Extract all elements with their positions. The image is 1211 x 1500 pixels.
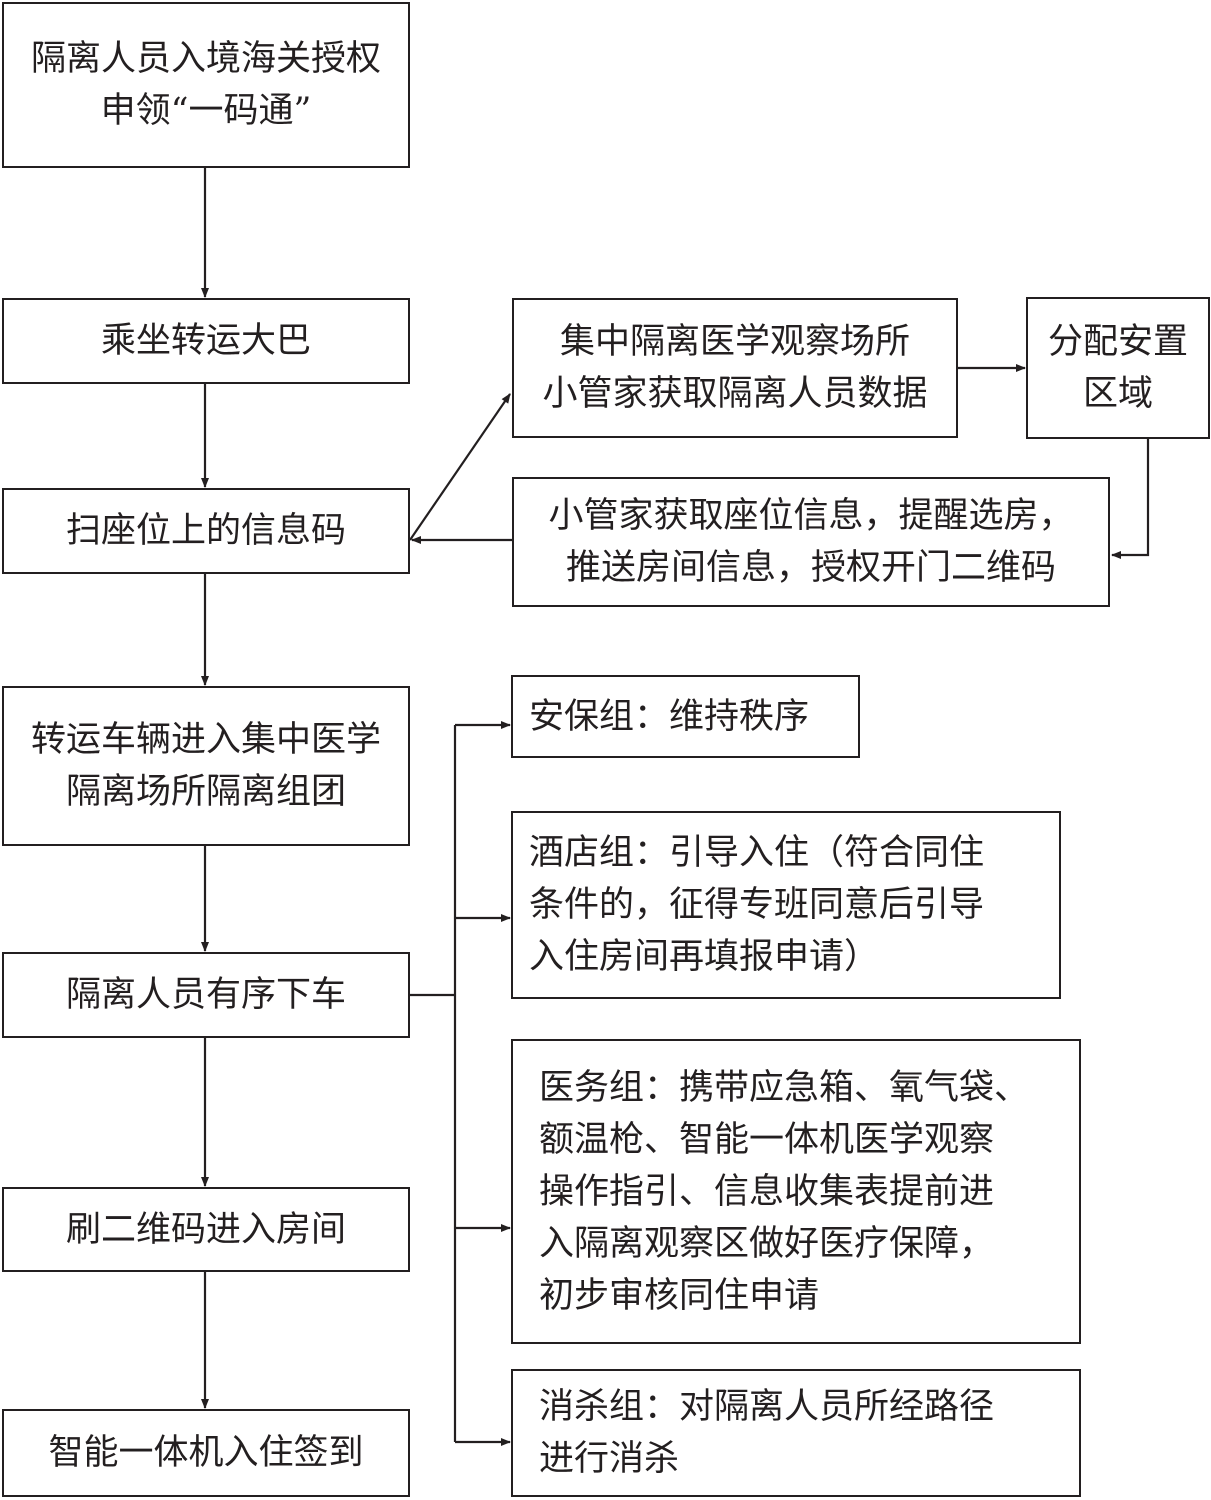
medical-team-line1: 医务组：携带应急箱、氧气袋、 bbox=[539, 1067, 1030, 1108]
disinfection-team-line1: 消杀组：对隔离人员所经路径 bbox=[539, 1387, 995, 1427]
step7-label: 智能一体机入住签到 bbox=[48, 1433, 364, 1473]
step4-box: 转运车辆进入集中医学 隔离场所隔离组团 bbox=[2, 686, 410, 846]
disinfection-team-box: 消杀组：对隔离人员所经路径 进行消杀 bbox=[511, 1369, 1081, 1497]
step2-label: 乘坐转运大巴 bbox=[100, 321, 311, 361]
step1-box: 隔离人员入境海关授权 申领“一码通” bbox=[2, 2, 410, 168]
step3-box: 扫座位上的信息码 bbox=[2, 488, 410, 574]
medical-team-line5: 初步审核同住申请 bbox=[539, 1275, 820, 1316]
hotel-team-line1: 酒店组：引导入住（符合同住 bbox=[529, 833, 985, 873]
step5-label: 隔离人员有序下车 bbox=[65, 975, 346, 1015]
step6-label: 刷二维码进入房间 bbox=[65, 1209, 346, 1250]
seat-info-line1: 小管家获取座位信息，提醒选房， bbox=[548, 496, 1074, 536]
seat-info-box: 小管家获取座位信息，提醒选房， 推送房间信息，授权开门二维码 bbox=[512, 477, 1110, 607]
assign-area-box: 分配安置 区域 bbox=[1026, 297, 1210, 439]
security-team-box: 安保组：维持秩序 bbox=[511, 675, 860, 758]
step2-box: 乘坐转运大巴 bbox=[2, 298, 410, 384]
hotel-team-box: 酒店组：引导入住（符合同住 条件的，征得专班同意后引导 入住房间再填报申请） bbox=[511, 811, 1061, 999]
step1-line1: 隔离人员入境海关授权 bbox=[30, 39, 381, 79]
steward-data-line2: 小管家获取隔离人员数据 bbox=[542, 374, 928, 414]
steward-data-box: 集中隔离医学观察场所 小管家获取隔离人员数据 bbox=[512, 298, 958, 438]
step5-box: 隔离人员有序下车 bbox=[2, 952, 410, 1038]
medical-team-line2: 额温枪、智能一体机医学观察 bbox=[539, 1119, 995, 1160]
assign-area-line1: 分配安置 bbox=[1047, 322, 1188, 362]
disinfection-team-line2: 进行消杀 bbox=[539, 1439, 680, 1479]
step1-line2: 申领“一码通” bbox=[100, 91, 312, 131]
step6-box: 刷二维码进入房间 bbox=[2, 1187, 410, 1272]
medical-team-line4: 入隔离观察区做好医疗保障， bbox=[539, 1223, 995, 1264]
arrow-step3-to-steward bbox=[409, 393, 511, 541]
step4-line1: 转运车辆进入集中医学 bbox=[30, 720, 381, 760]
hotel-team-line2: 条件的，征得专班同意后引导 bbox=[529, 885, 985, 925]
assign-area-line2: 区域 bbox=[1082, 374, 1153, 414]
step4-line2: 隔离场所隔离组团 bbox=[65, 772, 346, 812]
seat-info-line2: 推送房间信息，授权开门二维码 bbox=[565, 548, 1056, 588]
medical-team-box: 医务组：携带应急箱、氧气袋、 额温枪、智能一体机医学观察 操作指引、信息收集表提… bbox=[511, 1039, 1081, 1344]
security-team-line1: 安保组：维持秩序 bbox=[529, 696, 810, 737]
steward-data-line1: 集中隔离医学观察场所 bbox=[559, 322, 910, 362]
hotel-team-line3: 入住房间再填报申请） bbox=[529, 937, 880, 977]
step3-label: 扫座位上的信息码 bbox=[65, 511, 346, 551]
arrow-assign-to-seatinfo bbox=[1111, 438, 1150, 559]
medical-team-line3: 操作指引、信息收集表提前进 bbox=[539, 1171, 995, 1212]
step7-box: 智能一体机入住签到 bbox=[2, 1409, 410, 1497]
